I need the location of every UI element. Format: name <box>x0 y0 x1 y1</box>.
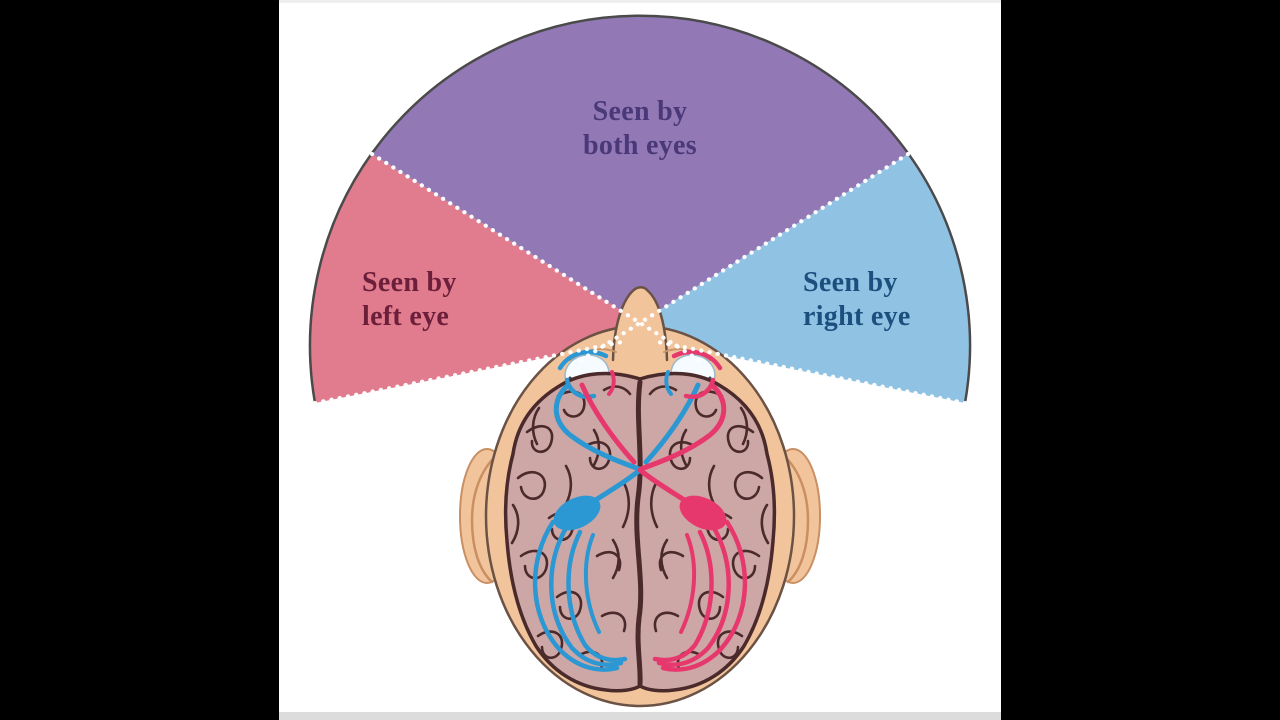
field-boundary-dotted-lines <box>312 151 968 406</box>
bottom-edge-strip <box>279 712 1001 720</box>
label-seen-by-right-eye: Seen by right eye <box>803 266 911 334</box>
label-line: right eye <box>803 301 911 332</box>
label-seen-by-left-eye: Seen by left eye <box>362 266 457 334</box>
boundary-lower-right <box>655 339 968 406</box>
longitudinal-fissure <box>634 379 644 687</box>
sector-both-eyes-field <box>372 16 908 348</box>
boundary-lower-left <box>312 339 625 406</box>
label-line: left eye <box>362 301 450 332</box>
label-line: Seen by <box>803 267 898 298</box>
label-line: Seen by <box>362 267 457 298</box>
top-edge-strip <box>279 0 1001 3</box>
label-line: both eyes <box>583 130 697 161</box>
label-seen-by-both-eyes: Seen by both eyes <box>520 95 760 163</box>
label-line: Seen by <box>592 96 688 127</box>
field-arc-outline <box>308 14 972 404</box>
boundary-upper-right <box>575 151 911 365</box>
boundary-upper-left <box>369 151 705 365</box>
